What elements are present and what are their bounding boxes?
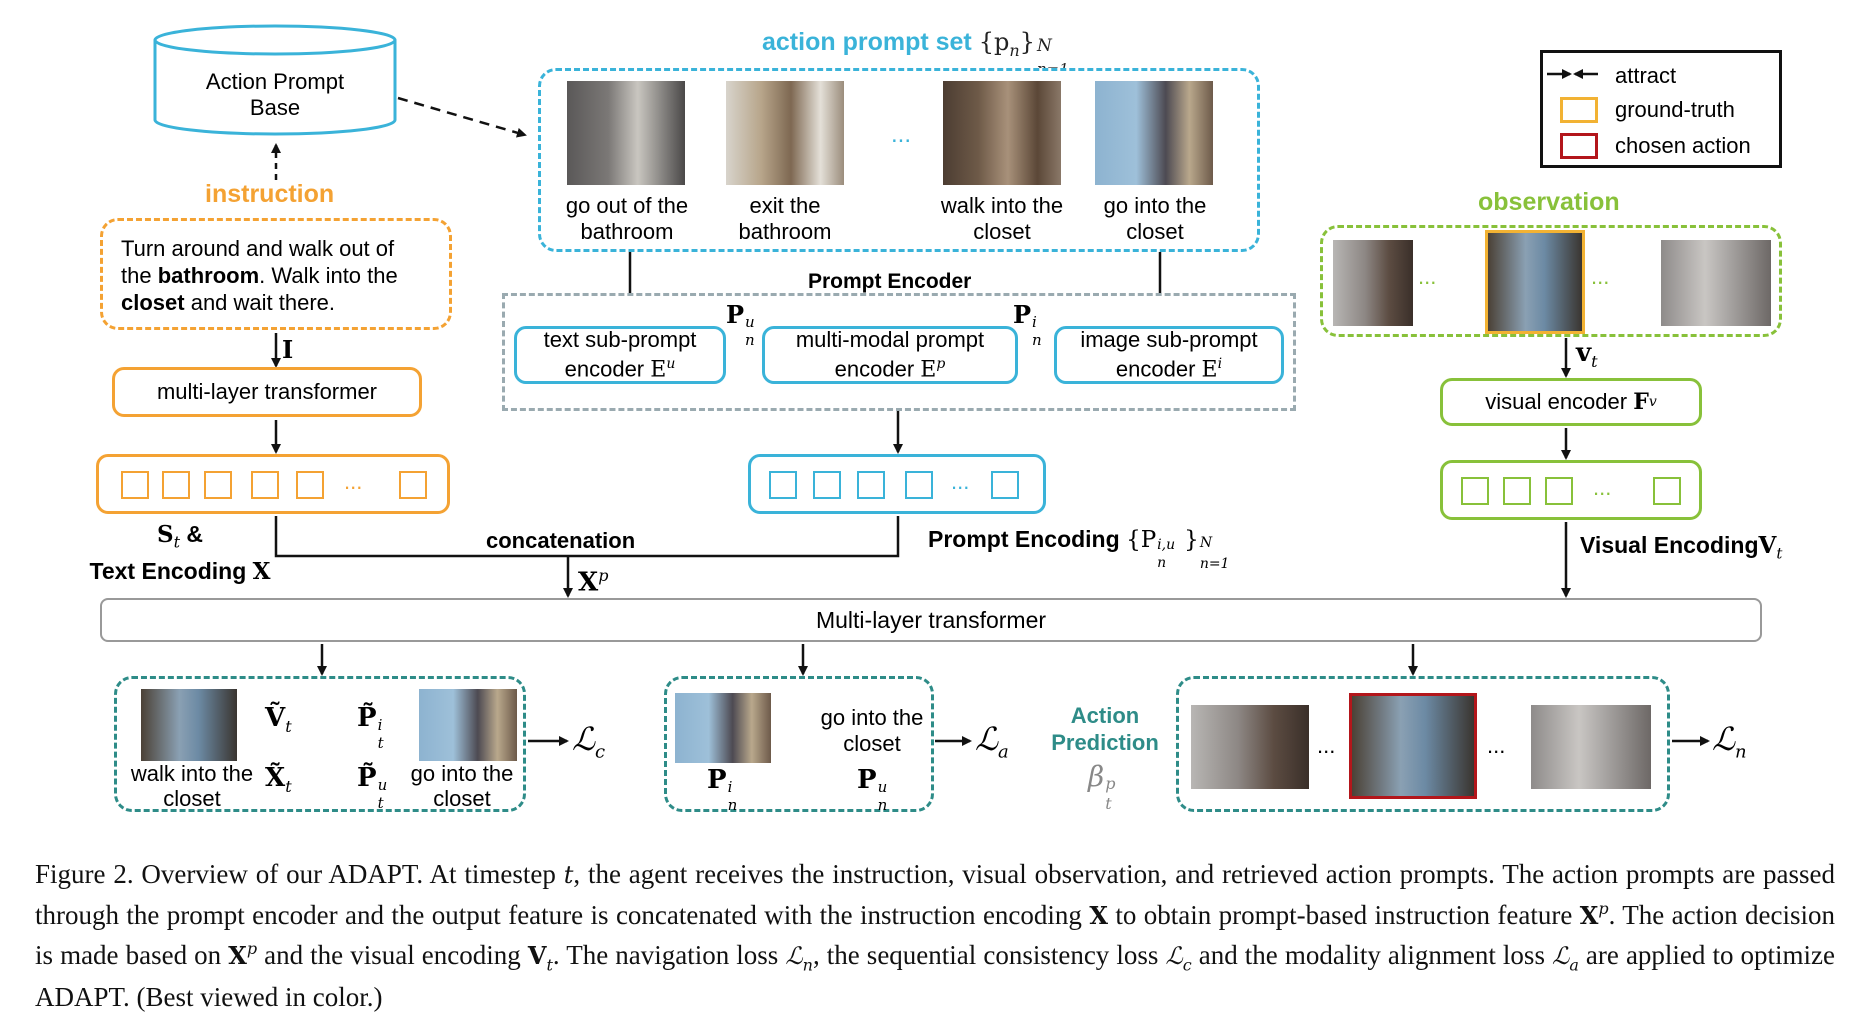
prompt-image-4	[1095, 81, 1213, 185]
observation-image-1	[1333, 240, 1413, 326]
image-sub-prompt-encoder: image sub-prompt encoder Ei	[1054, 326, 1284, 384]
alignment-image	[675, 693, 771, 763]
main-transformer-box: Multi-layer transformer	[100, 598, 1762, 642]
legend-ground-truth-swatch	[1560, 97, 1598, 123]
left-transformer-label: multi-layer transformer	[156, 379, 378, 404]
prompt-image-1	[567, 81, 685, 185]
observation-ellipsis: ...	[1418, 264, 1437, 289]
prompt-ellipsis: ...	[891, 121, 912, 148]
left-transformer-box: multi-layer transformer	[112, 367, 422, 417]
candidate-image-3	[1531, 705, 1651, 789]
observation-box: ... ...	[1320, 225, 1782, 337]
figure-caption: Figure 2. Overview of our ADAPT. At time…	[35, 859, 1836, 1013]
prompt-encoding-box: ...	[748, 454, 1046, 514]
v-tilde-label: Ṽt	[265, 703, 292, 737]
token-square	[905, 471, 933, 499]
loss-a-label: ℒa	[975, 720, 1009, 763]
token-square	[121, 471, 149, 499]
multimodal-prompt-encoder: multi-modal prompt encoder Ep	[762, 326, 1018, 384]
prompt-base-label-2: Base	[249, 95, 301, 120]
legend-chosen-action-swatch	[1560, 133, 1598, 159]
token-square	[1461, 477, 1489, 505]
concat-line	[274, 516, 900, 558]
consistency-image-obs	[141, 689, 237, 761]
concatenation-label: concatenation	[486, 528, 636, 553]
token-ellipsis: ...	[1593, 475, 1612, 500]
token-square	[1653, 477, 1681, 505]
candidate-ellipsis: ...	[1317, 733, 1336, 758]
token-ellipsis: ...	[951, 469, 970, 494]
token-square	[162, 471, 190, 499]
xp-label: Xp	[578, 566, 609, 598]
token-square	[1545, 477, 1573, 505]
token-ellipsis: ...	[344, 469, 363, 494]
st-text-encoding-label: St & Text Encoding X	[89, 521, 271, 585]
base-to-promptset-arrow	[397, 96, 527, 138]
legend-attract-label: attract	[1615, 63, 1677, 88]
text-sub-prompt-encoder: text sub-prompt encoder Eu	[514, 326, 726, 384]
prompt-image-2	[726, 81, 844, 185]
visual-encoding-label: Visual EncodingVt	[1580, 532, 1783, 563]
visual-encoding-box: ...	[1440, 460, 1702, 520]
instruction-I-label: I	[282, 335, 294, 364]
consistency-image-prompt	[419, 689, 517, 761]
prompt-base-label-1: Action Prompt	[205, 69, 345, 94]
instruction-title: instruction	[205, 180, 335, 208]
token-square	[769, 471, 797, 499]
legend-chosen-action-label: chosen action	[1615, 133, 1751, 158]
observation-image-3	[1661, 240, 1771, 326]
instruction-box: Turn around and walk out of the bathroom…	[100, 218, 452, 330]
instruction-line-3: closet and wait there.	[121, 290, 336, 315]
prompt-set-title: action prompt set {pn}Nn=1	[762, 28, 1069, 78]
prompt-encoder-title: Prompt Encoder	[808, 270, 972, 293]
action-prediction-box: ... ...	[1176, 676, 1670, 812]
loss-c-label: ℒc	[572, 720, 606, 763]
observation-image-gt	[1485, 230, 1585, 334]
candidate-image-1	[1191, 705, 1309, 789]
legend-ground-truth-label: ground-truth	[1615, 97, 1735, 122]
instruction-line-1: Turn around and walk out of	[121, 236, 395, 261]
observation-title: observation	[1478, 188, 1620, 216]
token-square	[251, 471, 279, 499]
loss-n-label: ℒn	[1712, 720, 1747, 763]
vt-label: vt	[1576, 338, 1598, 372]
candidate-image-chosen	[1349, 693, 1477, 799]
candidate-ellipsis-2: ...	[1487, 733, 1506, 758]
text-encoding-box: ...	[96, 454, 450, 514]
token-square	[813, 471, 841, 499]
prompt-image-3	[943, 81, 1061, 185]
observation-ellipsis-2: ...	[1591, 264, 1610, 289]
token-square	[857, 471, 885, 499]
token-square	[991, 471, 1019, 499]
legend-box: attract ground-truth chosen action	[1540, 50, 1782, 168]
token-square	[1503, 477, 1531, 505]
instruction-line-2: the bathroom. Walk into the	[121, 263, 398, 288]
token-square	[204, 471, 232, 499]
database-icon	[153, 24, 397, 136]
token-square	[296, 471, 324, 499]
token-square	[399, 471, 427, 499]
x-tilde-label: X̃t	[265, 763, 292, 797]
action-prompt-base: Action Prompt Base	[152, 24, 398, 136]
